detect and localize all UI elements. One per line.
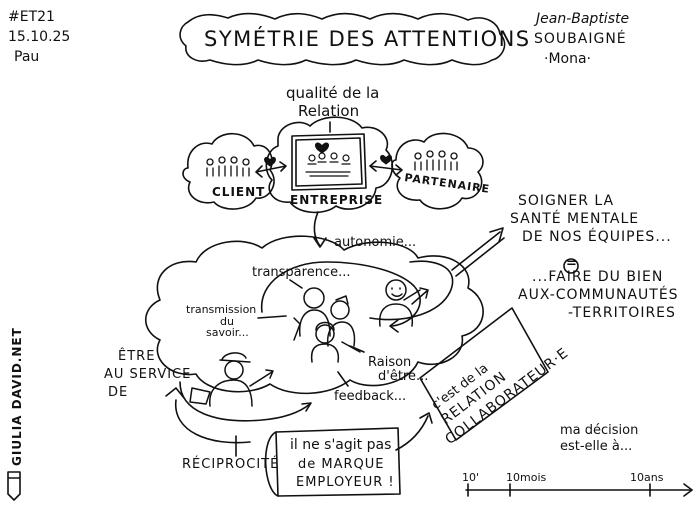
autonomie-label: autonomie... bbox=[334, 235, 417, 250]
soigner-line2: SANTÉ MENTALE bbox=[510, 211, 640, 227]
client-entreprise-arrow bbox=[255, 161, 287, 178]
etre-label-3: DE bbox=[108, 385, 129, 400]
entreprise-label: ENTREPRISE bbox=[290, 193, 384, 207]
big-right-arrow-double bbox=[455, 237, 505, 277]
faire-line3: -TERRITOIRES bbox=[568, 305, 676, 321]
partenaire-cloud bbox=[391, 132, 484, 210]
marque-to-relation-arrow bbox=[395, 412, 433, 451]
feedback-pointer bbox=[337, 371, 349, 387]
heart-icon-left bbox=[264, 156, 276, 167]
title-banner bbox=[179, 12, 506, 66]
partenaire-people-icon bbox=[414, 150, 458, 171]
reciprocite-label: RÉCIPROCITÉ bbox=[182, 457, 280, 472]
equals-circle bbox=[563, 258, 579, 274]
person-left-icon bbox=[189, 352, 274, 407]
etre-label-2: AU SERVICE bbox=[104, 367, 192, 382]
transparence-label: transparence... bbox=[252, 265, 351, 280]
illustrator-credit: GIULIA DAVID.NET bbox=[10, 327, 24, 466]
timeline-ticks bbox=[467, 483, 651, 497]
transparence-pointer bbox=[289, 279, 303, 289]
relation-box bbox=[419, 307, 549, 441]
transmission-label-3: savoir... bbox=[206, 326, 249, 339]
heart-icon-right bbox=[380, 154, 392, 165]
marque-line1: il ne s'agit pas bbox=[290, 437, 392, 453]
client-cloud bbox=[182, 132, 275, 210]
inner-swirl bbox=[260, 261, 421, 327]
speaker-first-name: Jean-Baptiste bbox=[536, 11, 630, 27]
big-right-arrow bbox=[451, 227, 504, 271]
event-tag: #ET21 bbox=[8, 9, 55, 25]
left-swirl-1 bbox=[179, 381, 311, 422]
entreprise-cloud bbox=[265, 116, 394, 214]
big-cloud bbox=[145, 235, 484, 395]
right-swirl bbox=[369, 260, 454, 321]
client-label: CLIENT bbox=[212, 185, 266, 199]
heart-icon bbox=[315, 142, 329, 154]
speaker-company: ·Mona· bbox=[544, 51, 591, 67]
raison-label-2: d'être... bbox=[378, 369, 429, 384]
equals-sign: = bbox=[566, 256, 577, 271]
quality-heading-line2: Relation bbox=[298, 102, 360, 120]
swirl-arrowhead bbox=[389, 319, 399, 333]
marque-line3: EMPLOYEUR ! bbox=[296, 475, 395, 490]
event-date: 15.10.25 bbox=[8, 29, 71, 45]
faire-line2: AUX-COMMUNAUTÉS bbox=[518, 287, 679, 303]
left-swirl-2-head bbox=[165, 387, 185, 399]
timeline-label-2: 10mois bbox=[506, 471, 547, 484]
transmission-pointer bbox=[257, 315, 287, 319]
timeline-label-3: 10ans bbox=[630, 471, 664, 484]
people-group-icon bbox=[293, 287, 361, 363]
timeline-arrow bbox=[683, 483, 693, 497]
entreprise-box bbox=[291, 133, 367, 191]
marque-box bbox=[275, 427, 401, 497]
left-swirl-2 bbox=[175, 399, 251, 444]
marque-line2: de MARQUE bbox=[298, 457, 385, 472]
raison-label-1: Raison bbox=[368, 355, 412, 370]
entreprise-people-icon bbox=[305, 152, 351, 177]
soigner-line3: DE NOS ÉQUIPES... bbox=[522, 229, 672, 245]
left-swirl-1-head bbox=[301, 402, 312, 412]
speaker-last-name: SOUBAIGNÉ bbox=[534, 31, 627, 47]
feedback-label: feedback... bbox=[334, 389, 407, 404]
etre-label-1: ÊTRE bbox=[118, 349, 156, 364]
person-right-icon bbox=[378, 279, 429, 327]
soigner-line1: SOIGNER LA bbox=[518, 193, 615, 209]
decision-line2: est-elle à... bbox=[560, 439, 633, 454]
down-arrow bbox=[313, 211, 327, 248]
client-people-icon bbox=[206, 156, 250, 177]
transmission-label-2: du bbox=[220, 315, 234, 328]
timeline-label-1: 10' bbox=[462, 471, 480, 484]
decision-line1: ma décision bbox=[560, 423, 639, 438]
faire-line1: ...FAIRE DU BIEN bbox=[532, 269, 664, 285]
raison-pointer bbox=[349, 345, 365, 353]
pencil-icon bbox=[7, 471, 21, 501]
quality-heading-line1: qualité de la bbox=[286, 84, 380, 102]
event-city: Pau bbox=[14, 49, 40, 65]
page-title: SYMÉTRIE DES ATTENTIONS bbox=[204, 27, 531, 51]
transmission-label-1: transmission bbox=[186, 303, 257, 316]
entreprise-partenaire-arrow bbox=[369, 160, 403, 176]
